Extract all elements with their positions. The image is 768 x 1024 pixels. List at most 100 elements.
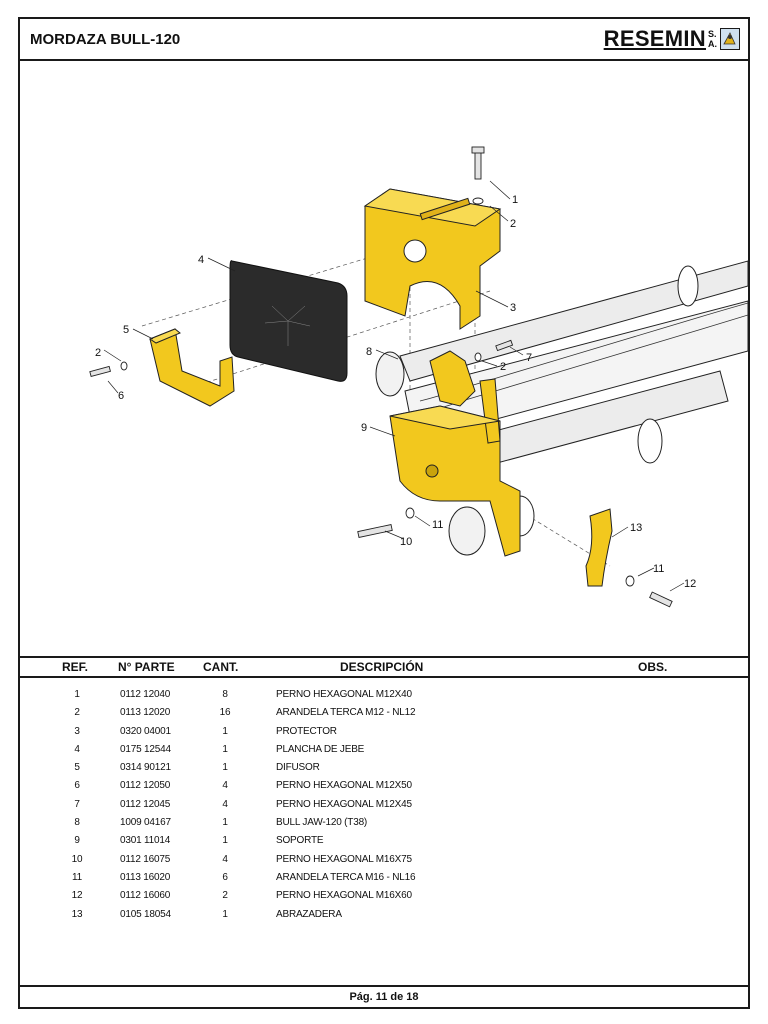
part-number-cell: 0112 16060	[120, 890, 171, 902]
ref-cell: 5	[74, 762, 80, 774]
ref-cell: 9	[74, 835, 80, 847]
callout-label: 7	[526, 352, 532, 364]
part-number-cell: 0112 12045	[120, 798, 171, 810]
resemin-logo: RESEMIN S.A.	[604, 25, 740, 53]
page-number: Pág. 11 de 18	[349, 991, 419, 1003]
ref-cell: 6	[74, 780, 80, 792]
callout-label: 10	[400, 536, 412, 548]
logo-sa: S.A.	[708, 29, 717, 49]
description-cell: ABRAZADERA	[276, 908, 342, 920]
exploded-assembly-drawing: 1 2 3 4 5 2 6 8 2 7 9 11 10 13 11 12	[20, 61, 749, 656]
part-number-cell: 0112 12040	[120, 689, 171, 700]
page-footer: Pág. 11 de 18	[20, 985, 748, 1007]
part-number-cell: 0113 16020	[120, 871, 171, 883]
quantity-cell: 6	[222, 871, 228, 883]
ref-cell: 4	[74, 743, 80, 755]
table-row: 7 0112 12045 4 PERNO HEXAGONAL M12X45	[20, 797, 748, 815]
callout-labels: 1 2 3 4 5 2 6 8 2 7 9 11 10 13 11 12	[95, 194, 696, 590]
part-number-cell: 0314 90121	[120, 762, 171, 774]
ref-cell: 2	[74, 707, 80, 719]
rubber-plate-part	[229, 260, 348, 382]
quantity-cell: 1	[222, 762, 228, 774]
table-row: 5 0314 90121 1 DIFUSOR	[20, 760, 748, 778]
parts-table-header: REF. N° PARTE CANT. DESCRIPCIÓN OBS.	[20, 656, 748, 678]
table-row: 4 0175 12544 1 PLANCHA DE JEBE	[20, 742, 748, 760]
quantity-cell: 4	[222, 780, 228, 792]
fasteners	[89, 146, 673, 608]
part-number-cell: 0105 18054	[120, 908, 171, 920]
description-cell: PERNO HEXAGONAL M16X60	[276, 890, 412, 902]
quantity-cell: 1	[222, 817, 228, 829]
part-number-cell: 0301 11014	[120, 835, 171, 847]
callout-label: 3	[510, 302, 516, 314]
logo-text: RESEMIN	[603, 26, 706, 51]
quantity-cell: 16	[219, 707, 231, 719]
part-number-cell: 0320 04001	[120, 725, 171, 737]
ref-cell: 10	[71, 853, 83, 865]
table-row: 8 1009 04167 1 BULL JAW-120 (T38)	[20, 815, 748, 833]
callout-label: 2	[95, 347, 101, 359]
col-qty-header: CANT.	[203, 660, 239, 674]
callout-label: 1	[512, 194, 518, 206]
col-desc-header: DESCRIPCIÓN	[340, 660, 424, 674]
callout-label: 12	[684, 578, 696, 590]
part-number-cell: 0112 12050	[120, 780, 171, 792]
callout-label: 11	[653, 563, 664, 575]
description-cell: ARANDELA TERCA M16 - NL16	[276, 871, 416, 883]
callout-label: 2	[500, 361, 506, 373]
quantity-cell: 4	[222, 853, 228, 865]
table-row: 6 0112 12050 4 PERNO HEXAGONAL M12X50	[20, 778, 748, 796]
part-number-cell: 1009 04167	[120, 817, 171, 829]
part-number-cell: 0175 12544	[120, 743, 171, 755]
table-row: 9 0301 11014 1 SOPORTE	[20, 833, 748, 851]
quantity-cell: 1	[222, 835, 228, 847]
callout-label: 5	[123, 324, 129, 336]
table-row: 12 0112 16060 2 PERNO HEXAGONAL M16X60	[20, 888, 748, 906]
callout-label: 6	[118, 390, 124, 402]
description-cell: PERNO HEXAGONAL M12X45	[276, 798, 412, 810]
callout-label: 8	[366, 346, 372, 358]
col-obs-header: OBS.	[638, 660, 668, 674]
description-cell: PROTECTOR	[276, 725, 337, 737]
page-title: MORDAZA BULL-120	[30, 31, 181, 48]
quantity-cell: 4	[222, 798, 228, 810]
document-frame: MORDAZA BULL-120 RESEMIN S.A.	[18, 17, 750, 1009]
callout-label: 11	[432, 519, 443, 531]
description-cell: PLANCHA DE JEBE	[276, 743, 365, 755]
part-number-cell: 0113 12020	[120, 707, 171, 719]
quantity-cell: 1	[222, 743, 228, 755]
ref-cell: 11	[72, 871, 82, 883]
table-row: 13 0105 18054 1 ABRAZADERA	[20, 907, 748, 925]
description-cell: PERNO HEXAGONAL M12X50	[276, 780, 412, 792]
ref-cell: 12	[71, 890, 83, 902]
callout-label: 2	[510, 218, 516, 230]
description-cell: BULL JAW-120 (T38)	[276, 817, 368, 829]
quantity-cell: 1	[222, 908, 228, 920]
page-header: MORDAZA BULL-120 RESEMIN S.A.	[20, 19, 748, 61]
ref-cell: 1	[74, 689, 80, 700]
quantity-cell: 8	[222, 689, 228, 700]
description-cell: ARANDELA TERCA M12 - NL12	[276, 707, 416, 719]
callout-label: 9	[361, 422, 367, 434]
col-ref-header: REF.	[62, 660, 89, 674]
description-cell: PERNO HEXAGONAL M16X75	[276, 853, 412, 865]
soporte-part	[389, 350, 521, 557]
ref-cell: 8	[74, 817, 80, 829]
protector-part	[363, 188, 502, 330]
callout-label: 13	[630, 522, 642, 534]
table-row: 10 0112 16075 4 PERNO HEXAGONAL M16X75	[20, 852, 748, 870]
description-cell: SOPORTE	[276, 835, 324, 847]
quantity-cell: 2	[222, 890, 228, 902]
table-row: 11 0113 16020 6 ARANDELA TERCA M16 - NL16	[20, 870, 748, 888]
callout-label: 4	[198, 254, 204, 266]
ref-cell: 13	[71, 908, 83, 920]
ref-cell: 7	[74, 798, 80, 810]
part-number-cell: 0112 16075	[120, 853, 171, 865]
logo-emblem-icon	[720, 28, 740, 50]
quantity-cell: 1	[222, 725, 228, 737]
description-cell: DIFUSOR	[276, 762, 320, 774]
col-part-header: N° PARTE	[118, 660, 175, 674]
